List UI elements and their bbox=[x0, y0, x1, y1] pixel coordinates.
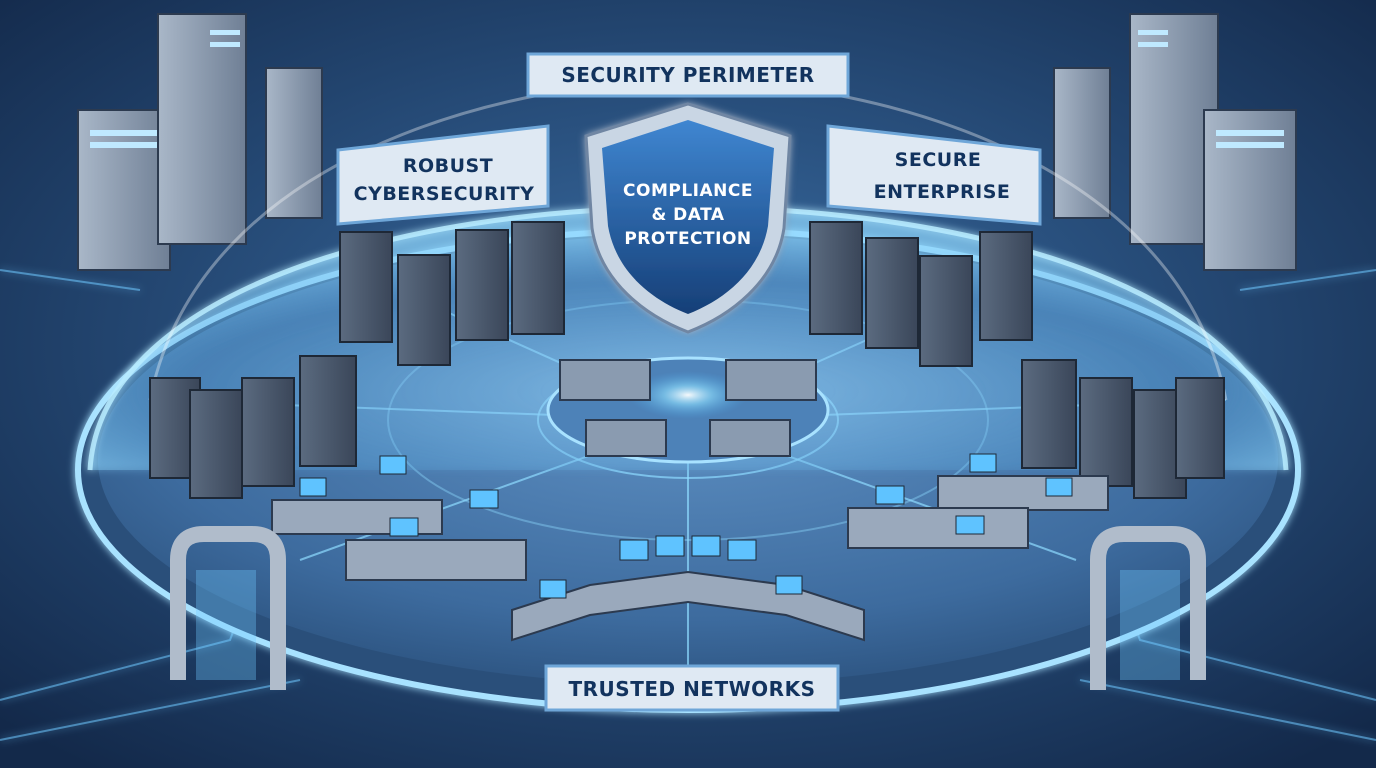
server-rack-icon bbox=[511, 221, 565, 335]
gate-icon-right bbox=[1090, 526, 1206, 690]
workstation-icon bbox=[847, 485, 1029, 549]
server-cluster-right bbox=[1021, 359, 1225, 499]
server-tower-icon bbox=[1053, 67, 1111, 219]
background-towers bbox=[77, 13, 1297, 271]
server-rack-icon bbox=[455, 229, 509, 341]
server-rack-icon bbox=[809, 221, 863, 335]
server-tower-icon bbox=[77, 109, 171, 271]
server-cluster-left-top bbox=[339, 221, 565, 366]
server-rack-icon bbox=[865, 237, 919, 349]
label-robust-cybersecurity: ROBUST CYBERSECURITY bbox=[336, 124, 550, 226]
central-core bbox=[546, 356, 830, 464]
shield-label-line2: & DATA bbox=[651, 205, 724, 225]
workstation-group-right bbox=[847, 453, 1109, 549]
workstation-icon bbox=[511, 535, 865, 642]
label-security-perimeter-text: SECURITY PERIMETER bbox=[561, 63, 814, 87]
server-cluster-left bbox=[149, 355, 357, 499]
label-robust-text: ROBUST bbox=[403, 155, 493, 177]
server-rack-icon bbox=[397, 254, 451, 366]
workstation-icon bbox=[271, 455, 443, 535]
server-rack-icon bbox=[339, 231, 393, 343]
server-tower-icon bbox=[1203, 109, 1297, 271]
server-tower-icon bbox=[157, 13, 247, 245]
server-rack-icon bbox=[979, 231, 1033, 341]
label-security-perimeter: SECURITY PERIMETER bbox=[526, 52, 850, 98]
server-rack-icon bbox=[299, 355, 357, 467]
shield-icon bbox=[584, 102, 792, 334]
server-rack-icon bbox=[1079, 377, 1133, 487]
shield-label-line1: COMPLIANCE bbox=[623, 181, 753, 201]
gate-icon-left bbox=[170, 526, 286, 690]
label-cybersecurity-text: CYBERSECURITY bbox=[354, 183, 535, 205]
shield-label-line3: PROTECTION bbox=[624, 229, 751, 249]
workstation-group-bottom bbox=[511, 535, 865, 642]
server-rack-icon bbox=[1175, 377, 1225, 479]
label-enterprise-text: ENTERPRISE bbox=[874, 181, 1011, 203]
server-rack-icon bbox=[919, 255, 973, 367]
server-rack-icon bbox=[189, 389, 243, 499]
server-rack-icon bbox=[1021, 359, 1077, 469]
label-secure-enterprise: SECURE ENTERPRISE bbox=[826, 124, 1042, 226]
server-tower-icon bbox=[265, 67, 323, 219]
label-secure-text: SECURE bbox=[895, 149, 982, 171]
server-rack-icon bbox=[241, 377, 295, 487]
server-cluster-right-top bbox=[809, 221, 1033, 367]
workstation-icon bbox=[345, 489, 527, 581]
label-trusted-networks-text: TRUSTED NETWORKS bbox=[569, 677, 816, 701]
workstation-icon bbox=[937, 453, 1109, 511]
label-trusted-networks: TRUSTED NETWORKS bbox=[544, 664, 840, 712]
workstation-group-left bbox=[271, 455, 527, 581]
